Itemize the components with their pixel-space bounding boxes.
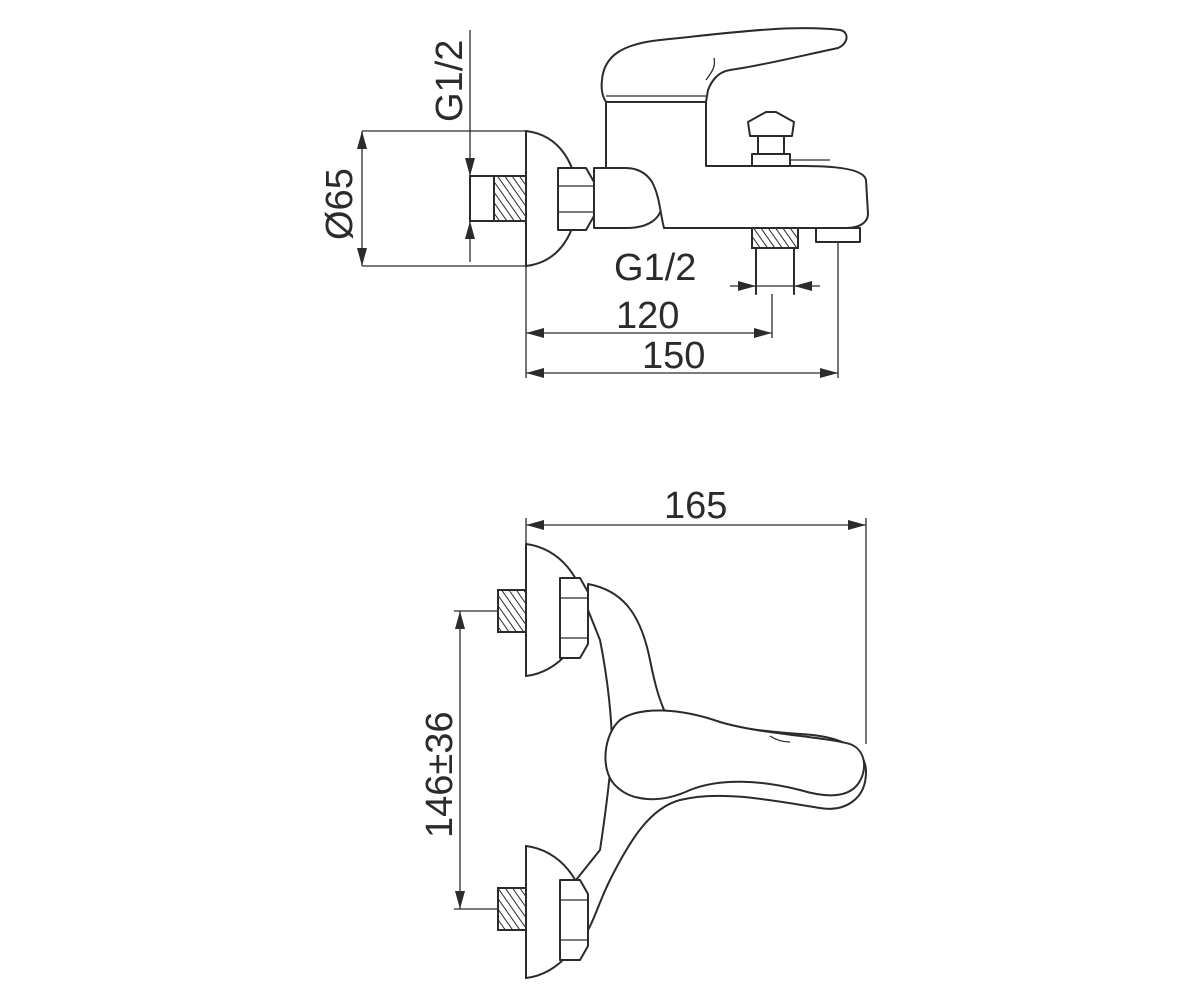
top-view-dimensions: G1/2 Ø65 G1/2 120 150 (319, 30, 839, 378)
overall-length-label: 150 (642, 335, 705, 377)
front-view-dimensions: 165 146±36 (419, 485, 867, 910)
top-view-faucet (469, 27, 869, 295)
front-view-faucet (497, 543, 867, 979)
inlet-spacing-label: 146±36 (419, 711, 461, 838)
diameter-label: Ø65 (319, 168, 361, 240)
distance-to-outlet-label: 120 (616, 295, 679, 337)
outlet-thread-label: G1/2 (614, 247, 696, 289)
total-width-label: 165 (664, 485, 727, 527)
inlet-thread-label: G1/2 (429, 40, 471, 122)
